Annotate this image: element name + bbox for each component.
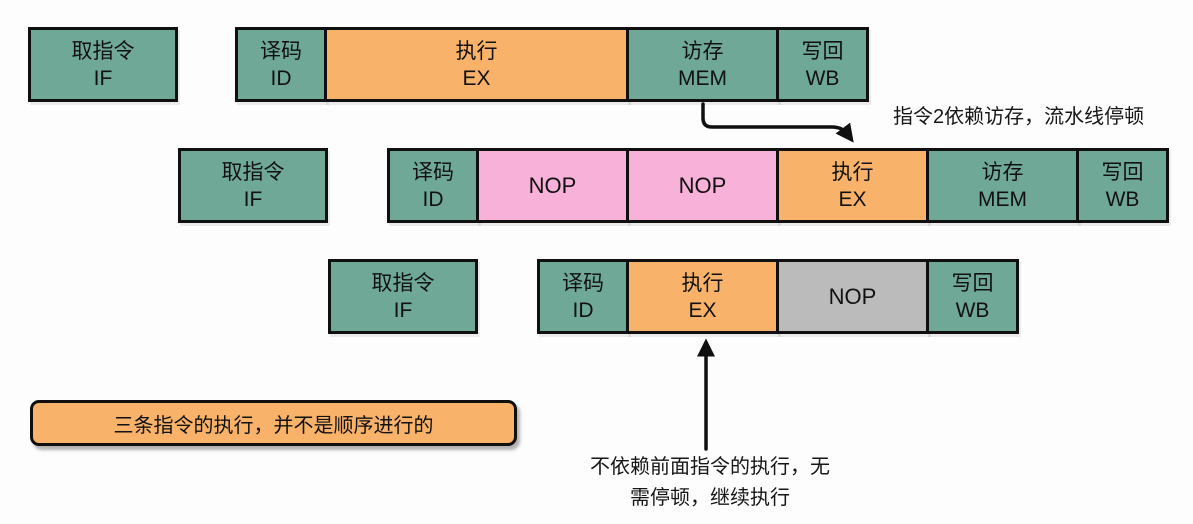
row2-stage-nop-2: NOP	[626, 148, 779, 223]
row1-stage-writeback: 写回 WB	[776, 27, 869, 102]
row3-stage-decode: 译码 ID	[537, 259, 629, 334]
continue-annotation-line1: 不依赖前面指令的执行，无	[590, 456, 830, 478]
stage-label-cn: 译码	[260, 39, 302, 63]
row3-stage-nop: NOP	[776, 259, 929, 334]
stall-dependency-arrow	[701, 102, 854, 143]
stage-label-en: IF	[93, 66, 113, 90]
stage-label-cn: 写回	[801, 39, 844, 63]
stage-label-en: IF	[393, 298, 413, 322]
stage-label-cn: 访存	[981, 160, 1024, 184]
row3-pipeline-group: 译码 ID 执行 EX NOP 写回 WB	[537, 259, 1019, 334]
stage-label-cn: 取指令	[371, 271, 435, 295]
stage-label-en: EX	[838, 187, 867, 211]
row2-pipeline-group: 译码 ID NOP NOP 执行 EX 访存 MEM 写回 WB	[387, 148, 1169, 223]
stall-annotation: 指令2依赖访存，流水线停顿	[893, 106, 1145, 128]
row2-stage-nop-1: NOP	[476, 148, 629, 223]
legend-box: 三条指令的执行，并不是顺序进行的	[30, 400, 517, 446]
row2-stage-fetch: 取指令 IF	[178, 148, 328, 223]
nop-label: NOP	[828, 284, 877, 309]
stage-label-cn: 执行	[681, 271, 724, 295]
row2-stage-writeback: 写回 WB	[1076, 148, 1169, 223]
row3-stage-execute: 执行 EX	[626, 259, 779, 334]
row1-stage-memory: 访存 MEM	[626, 27, 779, 102]
continue-annotation-line2: 需停顿，继续执行	[630, 487, 790, 509]
stage-label-cn: 取指令	[221, 160, 285, 184]
stage-label-cn: 写回	[951, 271, 994, 295]
stage-label-cn: 译码	[412, 160, 454, 184]
row2-stage-decode: 译码 ID	[387, 148, 479, 223]
stage-label-en: WB	[955, 298, 990, 322]
stage-label-cn: 访存	[681, 39, 724, 63]
row3-stage-writeback: 写回 WB	[926, 259, 1019, 334]
stage-label-cn: 写回	[1101, 160, 1144, 184]
row2-stage-execute: 执行 EX	[776, 148, 929, 223]
row1-pipeline-group: 译码 ID 执行 EX 访存 MEM 写回 WB	[235, 27, 869, 102]
row3-stage-fetch: 取指令 IF	[328, 259, 478, 334]
stage-label-cn: 执行	[831, 160, 874, 184]
stage-label-en: MEM	[978, 187, 1027, 211]
stage-label-en: ID	[422, 187, 444, 211]
stage-label-en: EX	[688, 298, 717, 322]
stage-label-en: ID	[270, 66, 292, 90]
row1-stage-execute: 执行 EX	[324, 27, 629, 102]
stage-label-en: WB	[805, 66, 840, 90]
stage-label-en: MEM	[678, 66, 727, 90]
stage-label-en: WB	[1105, 187, 1140, 211]
continue-annotation: 不依赖前面指令的执行，无 需停顿，继续执行	[560, 452, 860, 514]
row1-stage-fetch: 取指令 IF	[28, 27, 178, 102]
stage-label-cn: 译码	[562, 271, 604, 295]
nop-label: NOP	[678, 173, 727, 198]
stage-label-en: EX	[462, 66, 491, 90]
row1-stage-decode: 译码 ID	[235, 27, 327, 102]
legend-text: 三条指令的执行，并不是顺序进行的	[113, 414, 434, 437]
nop-label: NOP	[528, 173, 577, 198]
stage-label-en: ID	[572, 298, 594, 322]
row2-stage-memory: 访存 MEM	[926, 148, 1079, 223]
stage-label-cn: 执行	[455, 39, 498, 63]
stage-label-en: IF	[243, 187, 263, 211]
stage-label-cn: 取指令	[71, 39, 135, 63]
